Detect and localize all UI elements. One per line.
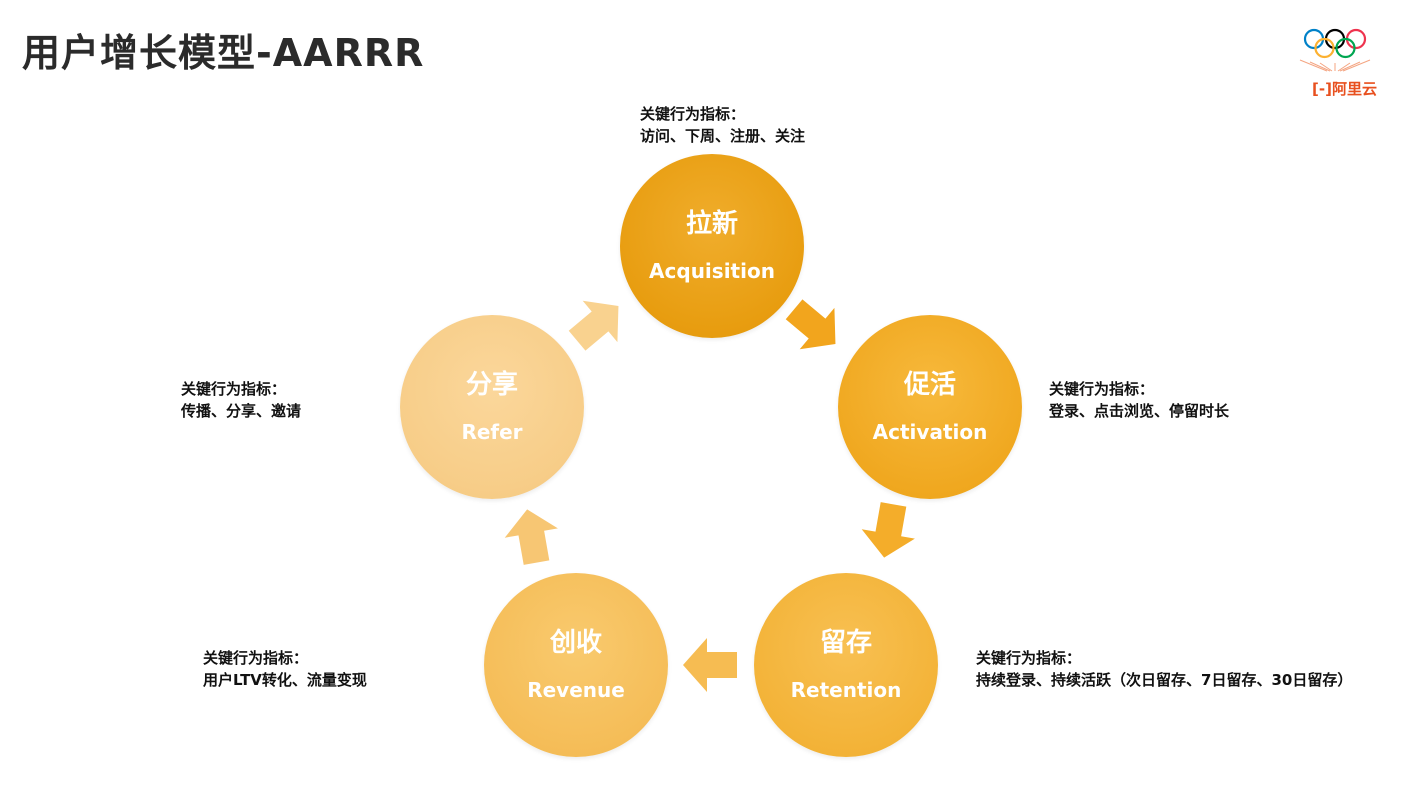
page-title: 用户增长模型-AARRR [22, 31, 425, 75]
kpi-refer-items: 传播、分享、邀请 [181, 402, 302, 420]
logo-brand-text: [-]阿里云 [1312, 80, 1377, 98]
arrow-refer-to-acquisition [559, 285, 636, 362]
kpi-retention: 关键行为指标： 持续登录、持续活跃（次日留存、7日留存、30日留存） [976, 647, 1352, 691]
aliyun-bracket-icon: [-] [1312, 80, 1332, 98]
kpi-acquisition: 关键行为指标： 访问、下周、注册、关注 [640, 103, 805, 147]
arrow-revenue-to-refer [500, 504, 564, 568]
kpi-acquisition-items: 访问、下周、注册、关注 [640, 127, 806, 145]
kpi-activation: 关键行为指标： 登录、点击浏览、停留时长 [1049, 378, 1229, 422]
node-acquisition-cn: 拉新 [685, 209, 738, 239]
arrow-activation-to-retention [857, 499, 921, 563]
kpi-activation-items: 登录、点击浏览、停留时长 [1049, 402, 1230, 420]
kpi-revenue-items: 用户LTV转化、流量变现 [203, 671, 367, 689]
kpi-acquisition-heading: 关键行为指标： [640, 105, 746, 123]
kpi-refer-heading: 关键行为指标： [181, 380, 287, 398]
node-activation-cn: 促活 [903, 370, 956, 400]
arrow-acquisition-to-activation [776, 288, 853, 365]
arrow-retention-to-revenue [683, 638, 737, 692]
kpi-activation-heading: 关键行为指标： [1049, 380, 1155, 398]
aliyun-olympic-logo [1299, 28, 1371, 72]
node-retention-en: Retention [790, 678, 902, 702]
kpi-revenue: 关键行为指标： 用户LTV转化、流量变现 [203, 647, 367, 691]
kpi-revenue-heading: 关键行为指标： [203, 649, 309, 667]
node-refer-cn: 分享 [465, 370, 518, 400]
node-refer: 分享 Refer [400, 315, 584, 499]
node-acquisition: 拉新 Acquisition [620, 154, 804, 338]
node-retention: 留存 Retention [754, 573, 938, 757]
node-retention-cn: 留存 [819, 628, 872, 658]
node-revenue-cn: 创收 [549, 628, 602, 658]
kpi-retention-items: 持续登录、持续活跃（次日留存、7日留存、30日留存） [976, 671, 1353, 689]
kpi-refer: 关键行为指标： 传播、分享、邀请 [181, 378, 301, 422]
node-activation-en: Activation [872, 420, 988, 444]
node-revenue-en: Revenue [527, 678, 625, 702]
kpi-retention-heading: 关键行为指标： [976, 649, 1082, 667]
node-acquisition-en: Acquisition [649, 259, 775, 283]
node-revenue: 创收 Revenue [484, 573, 668, 757]
node-refer-en: Refer [461, 420, 523, 444]
node-activation: 促活 Activation [838, 315, 1022, 499]
